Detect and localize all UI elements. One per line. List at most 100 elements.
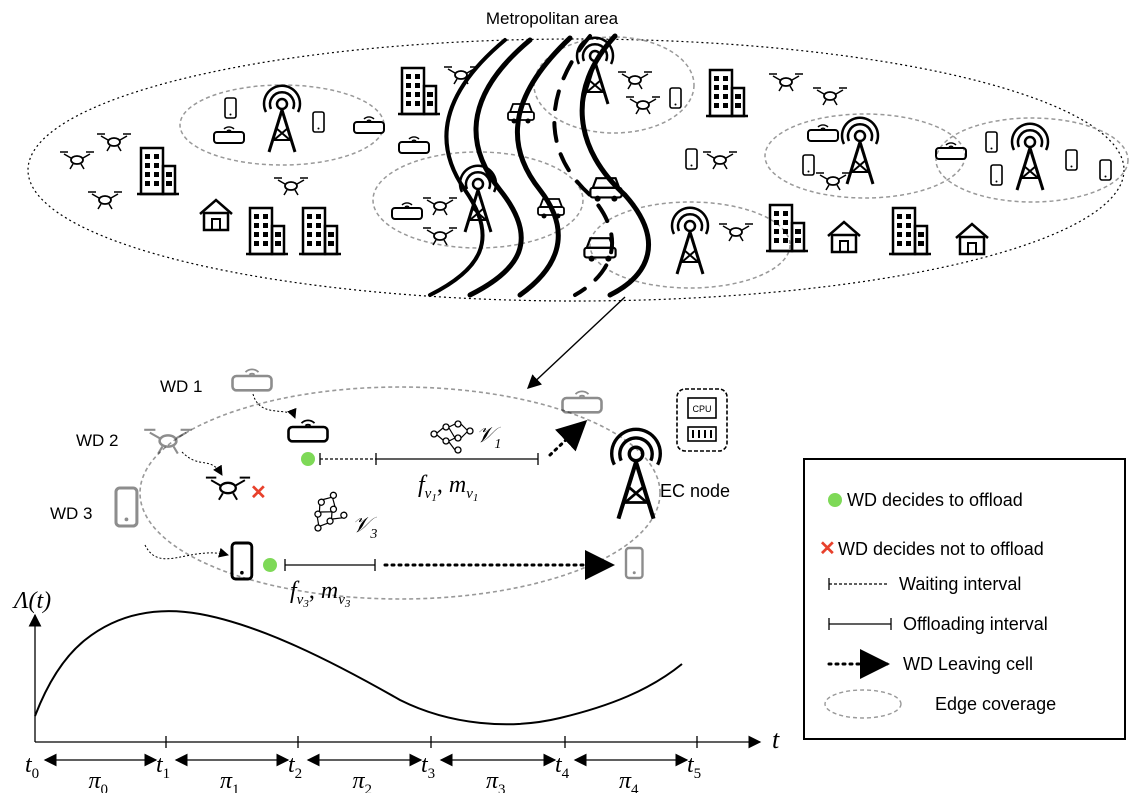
task-v3-params: fv3,mv3	[290, 578, 351, 610]
tower-icon	[1010, 122, 1050, 192]
legend-coverage-ellipse	[824, 689, 902, 719]
phone-icon	[624, 546, 644, 580]
zoom-arrow	[526, 296, 626, 389]
edge-coverage-cell	[139, 386, 661, 600]
arrival-rate-curve	[34, 610, 683, 726]
vr-headset-icon	[231, 368, 273, 392]
interval-label: π4	[619, 768, 639, 793]
house-icon	[198, 198, 234, 232]
vr-headset-icon	[391, 201, 423, 220]
cpu-chip-label: CPU	[692, 404, 711, 414]
wd3-move-arrow	[144, 544, 229, 560]
legend-offload-text: WD decides to offload	[847, 490, 1023, 510]
legend-coverage-text: Edge coverage	[935, 694, 1056, 714]
vr-headset-icon	[287, 419, 329, 443]
drone-icon	[625, 96, 661, 115]
phone-icon	[669, 87, 682, 109]
task-v1-label: 𝒱1	[476, 422, 501, 452]
ec-node-label: EC node	[660, 481, 730, 501]
legend-leaving-text: WD Leaving cell	[903, 654, 1033, 674]
vr-headset-icon	[807, 123, 839, 142]
drone-icon	[768, 73, 804, 92]
building-icon	[704, 68, 750, 118]
phone-icon	[802, 154, 815, 176]
time-ticks: t0 t1 t2 t3 t4 t5	[25, 736, 701, 782]
phone-icon	[685, 148, 698, 170]
drone-icon	[815, 172, 851, 191]
time-tick-label: t0	[25, 752, 39, 782]
time-tick-label: t4	[555, 752, 570, 782]
task-graph-icon	[304, 487, 355, 541]
legend-not-offload-mark: ✕	[819, 538, 836, 560]
x-axis-label: t	[772, 725, 780, 754]
time-tick-label: t1	[156, 752, 170, 782]
legend-canvas: WD decides to offload ✕ WD decides not t…	[819, 490, 1056, 719]
y-axis-label: Λ(t)	[12, 588, 51, 614]
legend-waiting-text: Waiting interval	[899, 574, 1021, 594]
wd1-move-arrow	[252, 393, 297, 419]
drone-icon	[443, 66, 479, 85]
building-icon	[396, 66, 442, 116]
drone-icon	[59, 151, 95, 170]
building-icon	[135, 146, 181, 196]
tower-icon	[262, 84, 302, 154]
time-tick-label: t3	[421, 752, 435, 782]
drone-icon	[87, 191, 123, 210]
road	[428, 33, 652, 298]
drone-icon	[96, 133, 132, 152]
wd1-label: WD 1	[160, 377, 203, 396]
vr-headset-icon	[935, 141, 967, 160]
drone-icon	[702, 151, 738, 170]
interval-label: π2	[353, 768, 373, 793]
edge-coverage-area	[589, 201, 791, 289]
drone-icon	[422, 197, 458, 216]
phone-icon	[230, 541, 254, 581]
offload-dot	[263, 558, 277, 572]
phone-icon	[312, 111, 325, 133]
wd3-label: WD 3	[50, 504, 93, 523]
metropolitan-title: Metropolitan area	[486, 9, 619, 28]
drone-icon	[617, 71, 653, 90]
building-icon	[244, 206, 290, 256]
tower-icon	[670, 206, 710, 276]
drone-icon	[422, 227, 458, 246]
building-icon	[887, 206, 933, 256]
house-icon	[826, 220, 862, 254]
interval-label: π0	[89, 768, 109, 793]
interval-label: π1	[220, 768, 240, 793]
drone-icon	[142, 428, 194, 455]
wd2-label: WD 2	[76, 431, 119, 450]
ec-node-tower-icon	[612, 429, 661, 518]
interval-arrows: π0 π1 π2 π3 π4	[43, 753, 689, 793]
building-icon	[764, 203, 810, 253]
phone-icon	[114, 486, 139, 528]
interval-label: π3	[486, 768, 506, 793]
legend-not-offload-text: WD decides not to offload	[838, 539, 1044, 559]
time-tick-label: t2	[288, 752, 302, 782]
phone-icon	[990, 164, 1003, 186]
phone-icon	[224, 97, 237, 119]
drone-icon	[273, 177, 309, 196]
legend: WD decides to offload ✕ WD decides not t…	[803, 458, 1126, 740]
phone-icon	[1099, 159, 1112, 181]
legend-offloading-text: Offloading interval	[903, 614, 1048, 634]
edge-coverage-area	[935, 117, 1129, 203]
building-icon	[297, 206, 343, 256]
ec-server-icon: CPU	[676, 388, 728, 452]
drone-icon	[718, 223, 754, 242]
phone-icon	[985, 131, 998, 153]
legend-offload-dot	[828, 493, 842, 507]
metropolitan-boundary	[27, 38, 1125, 302]
time-tick-label: t5	[687, 752, 701, 782]
drone-icon	[204, 476, 252, 501]
task-graph-icon	[430, 420, 474, 454]
offload-dot	[301, 452, 315, 466]
tower-icon	[840, 116, 880, 186]
vr-headset-icon	[213, 125, 245, 144]
vr-headset-icon	[353, 115, 385, 134]
phone-icon	[1065, 149, 1078, 171]
vr-headset-icon	[561, 390, 603, 414]
drone-icon	[812, 87, 848, 106]
not-offload-mark: ✕	[250, 482, 267, 504]
